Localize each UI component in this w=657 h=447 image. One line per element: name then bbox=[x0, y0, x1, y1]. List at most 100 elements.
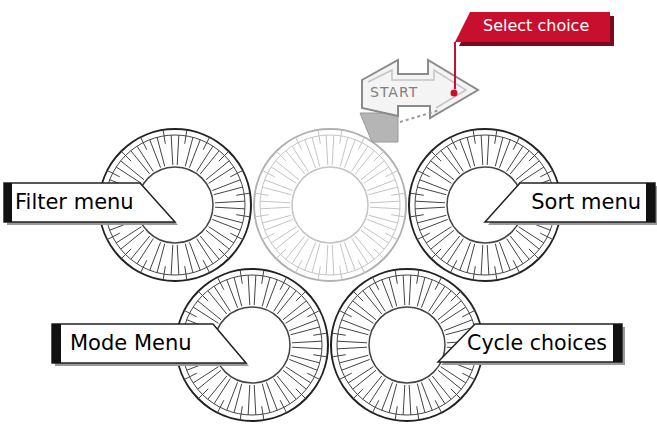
dial-fin bbox=[271, 227, 296, 243]
dial-buttons bbox=[99, 129, 561, 421]
dial-notch bbox=[276, 249, 286, 259]
dial-ring bbox=[260, 135, 400, 275]
callout-label: Sort menu bbox=[531, 190, 641, 215]
dial-notch bbox=[495, 266, 497, 280]
dial-fin bbox=[429, 379, 445, 404]
dial-rim bbox=[254, 129, 406, 281]
dial-notch bbox=[513, 260, 519, 272]
dial-center bbox=[292, 167, 368, 243]
dial-center bbox=[369, 307, 445, 383]
dial-notch bbox=[236, 193, 250, 195]
dial-notch bbox=[255, 215, 269, 217]
dial-fin bbox=[260, 201, 290, 203]
dial-notch bbox=[217, 400, 223, 412]
dial-fin bbox=[189, 140, 200, 168]
dial-notch bbox=[395, 270, 397, 284]
dial-notch bbox=[385, 233, 397, 239]
dial-notch bbox=[203, 260, 209, 272]
dial-fin bbox=[415, 207, 445, 209]
dial-notch bbox=[495, 130, 497, 144]
dial-fin bbox=[234, 277, 242, 306]
dial-notch bbox=[185, 130, 187, 144]
dial-notch bbox=[391, 193, 405, 195]
dial-fin bbox=[415, 201, 445, 203]
dial-fin bbox=[481, 135, 483, 165]
dial-notch bbox=[431, 249, 441, 259]
dial-fin bbox=[214, 187, 243, 195]
dial-fin bbox=[507, 239, 523, 264]
dial-fin bbox=[254, 385, 256, 415]
dial-fin bbox=[200, 151, 219, 174]
dial-fin bbox=[286, 307, 311, 323]
dial-fin bbox=[121, 161, 144, 180]
dial-fin bbox=[370, 207, 400, 209]
dial-fin bbox=[460, 242, 471, 270]
dial-notch bbox=[410, 215, 424, 217]
dial-fin bbox=[409, 275, 411, 305]
dial-notch bbox=[107, 170, 119, 176]
dial-notch bbox=[374, 249, 384, 259]
dial-fin bbox=[417, 384, 425, 413]
dial-fin bbox=[157, 137, 165, 166]
dial-notch bbox=[276, 151, 286, 161]
dial-notch bbox=[140, 137, 146, 149]
dial-fin bbox=[177, 245, 179, 275]
dial-fin bbox=[260, 207, 290, 209]
dial-fin bbox=[409, 385, 411, 415]
dial-notch bbox=[451, 389, 461, 399]
dial-notch bbox=[358, 260, 364, 272]
dial-fin bbox=[289, 359, 317, 370]
dial-fin bbox=[326, 245, 328, 275]
dial-notch bbox=[435, 277, 441, 289]
dial-notch bbox=[184, 310, 196, 316]
dial-fin bbox=[292, 341, 322, 343]
dial-notch bbox=[358, 137, 364, 149]
dial-notch bbox=[417, 170, 429, 176]
dial-fin bbox=[137, 146, 153, 171]
dial-fin bbox=[487, 135, 489, 165]
dial-notch bbox=[529, 151, 539, 161]
dial-fin bbox=[447, 146, 463, 171]
dial-notch bbox=[255, 193, 269, 195]
dial-notch bbox=[417, 406, 419, 420]
dial-fin bbox=[326, 135, 328, 165]
dial-notch bbox=[332, 333, 346, 335]
dial-fin bbox=[198, 301, 221, 320]
dial-fin bbox=[266, 280, 277, 308]
dial-notch bbox=[296, 291, 306, 301]
dial-fin bbox=[215, 207, 245, 209]
dial-notch bbox=[230, 170, 242, 176]
dial-notch bbox=[372, 400, 378, 412]
dial-fin bbox=[339, 355, 368, 363]
dial-fin bbox=[516, 230, 539, 249]
button-label: START bbox=[370, 84, 418, 101]
dial-fin bbox=[305, 242, 316, 270]
dial-notch bbox=[107, 233, 119, 239]
dial-notch bbox=[540, 170, 552, 176]
dial-notch bbox=[318, 130, 320, 144]
dial-notch bbox=[451, 291, 461, 301]
dial-notch bbox=[236, 215, 250, 217]
dial-fin bbox=[352, 239, 368, 264]
dial-notch bbox=[140, 260, 146, 272]
dial-fin bbox=[403, 385, 405, 415]
dial-fin bbox=[131, 236, 150, 259]
dial-fin bbox=[361, 230, 384, 249]
dial-notch bbox=[240, 406, 242, 420]
dial-fin bbox=[499, 140, 510, 168]
dial-fin bbox=[171, 135, 173, 165]
dial-notch bbox=[353, 389, 363, 399]
dial-fin bbox=[248, 385, 250, 415]
dial-notch bbox=[295, 260, 301, 272]
dial-fin bbox=[337, 347, 367, 349]
dial-notch bbox=[280, 277, 286, 289]
dial-notch bbox=[417, 233, 429, 239]
dial-notch bbox=[462, 310, 474, 316]
dial-fin bbox=[370, 201, 400, 203]
dial-fin bbox=[467, 137, 475, 166]
dial-fin bbox=[177, 135, 179, 165]
dial-fin bbox=[353, 301, 376, 320]
dial-fin bbox=[342, 320, 370, 331]
dial-notch bbox=[230, 233, 242, 239]
dial-notch bbox=[307, 310, 319, 316]
